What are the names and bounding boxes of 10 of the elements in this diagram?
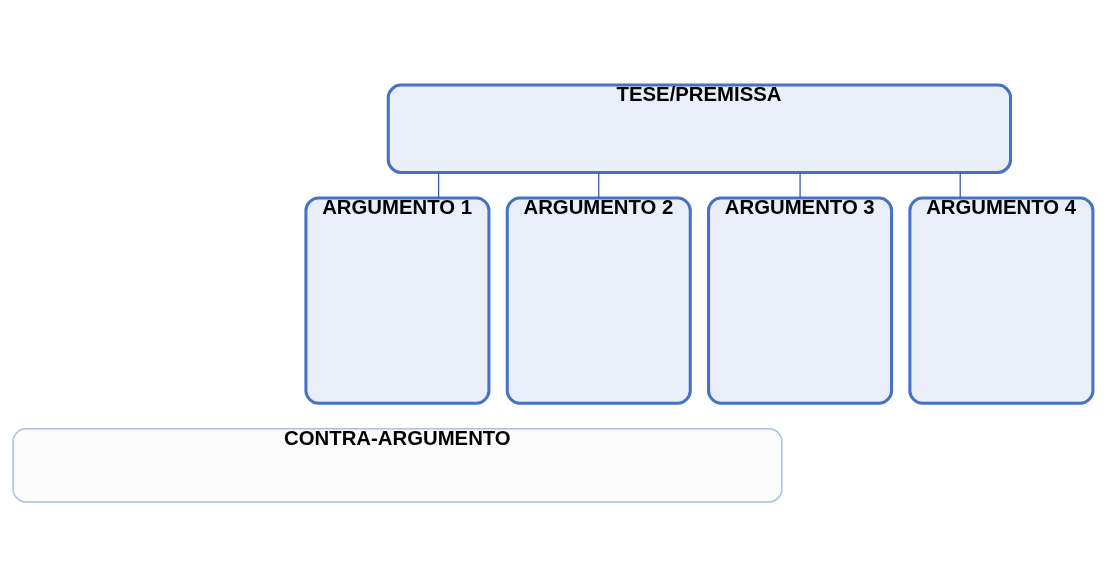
node-box: ARGUMENTO 3 — [707, 196, 894, 405]
node-box: ARGUMENTO 1 — [304, 196, 491, 405]
node-box: ARGUMENTO 2 — [505, 196, 692, 405]
connector — [799, 172, 801, 199]
connector — [438, 172, 440, 199]
connector — [598, 172, 600, 199]
node-box: CONTRA-ARGUMENTO — [12, 427, 783, 503]
node-box: TESE/PREMISSA — [386, 83, 1013, 175]
node-box: ARGUMENTO 4 — [908, 196, 1095, 405]
connector — [959, 172, 961, 199]
